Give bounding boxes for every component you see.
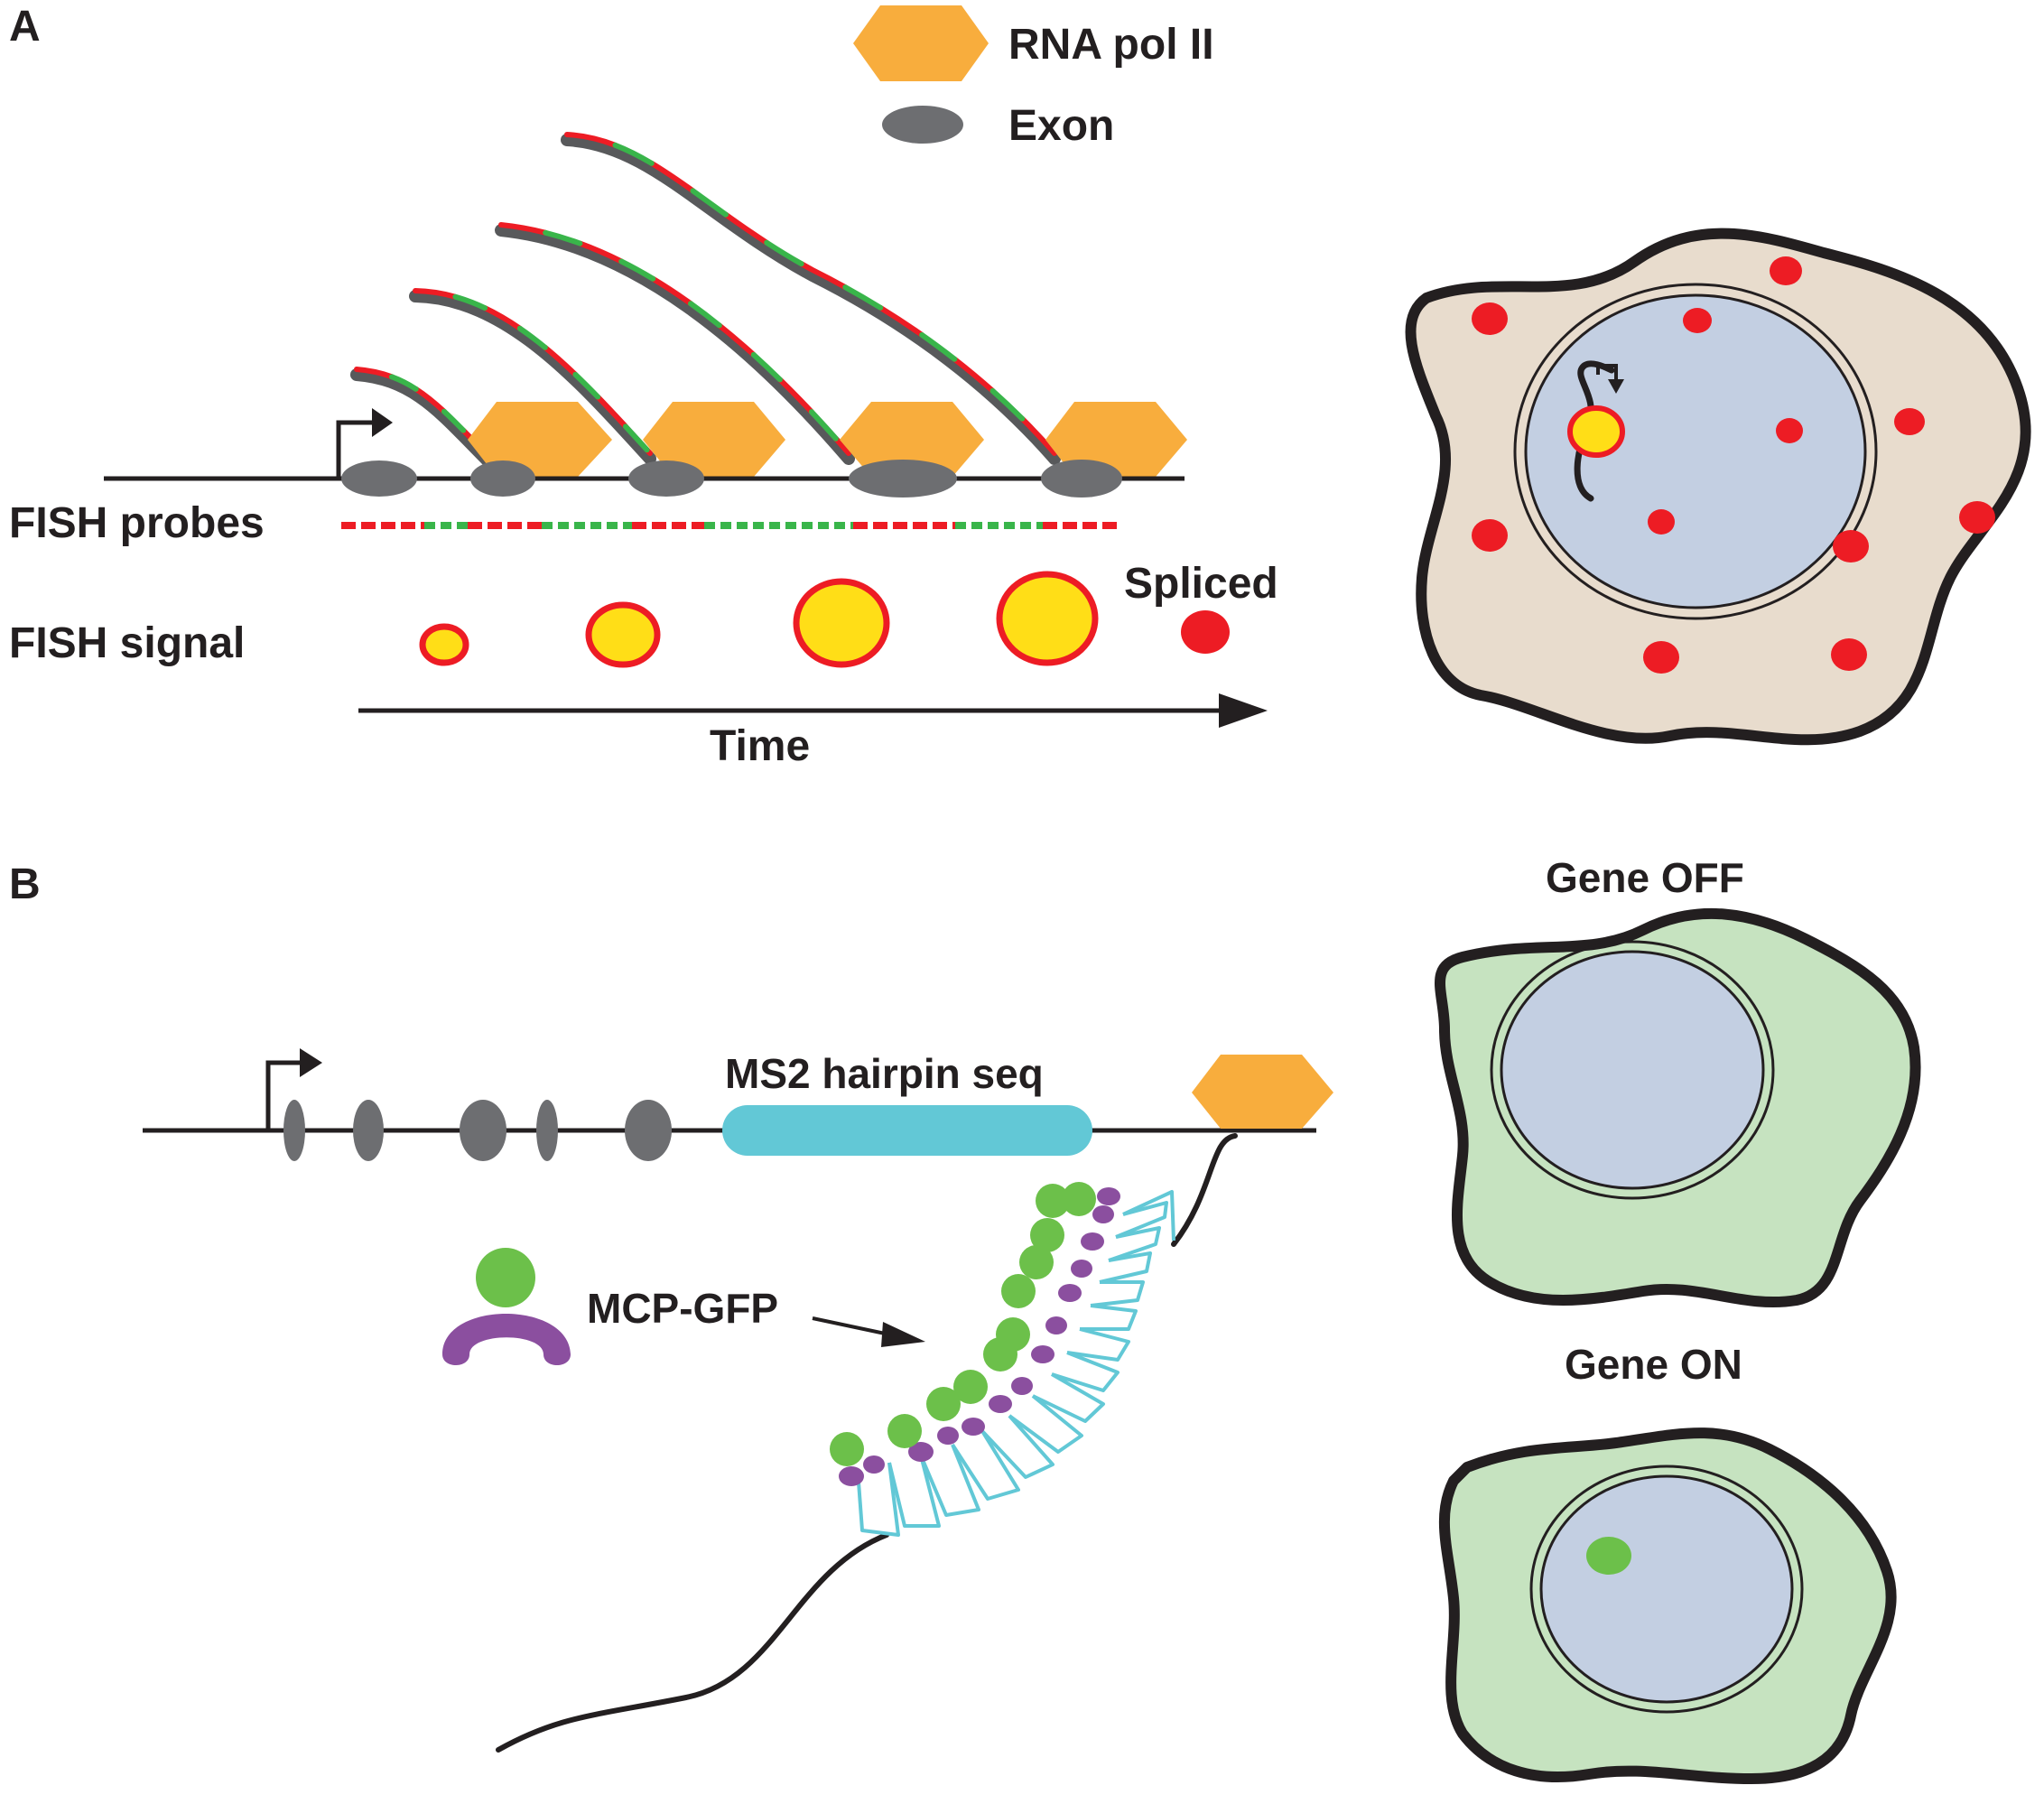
nucleus-gene-off bbox=[1500, 950, 1765, 1190]
nucleus-gene-on bbox=[1539, 1474, 1794, 1704]
rna-pol-ii-4 bbox=[1045, 402, 1187, 477]
nucleus-a bbox=[1524, 293, 1867, 609]
rna-tail-5prime bbox=[496, 1532, 889, 1753]
rna-pol-legend-label: RNA pol II bbox=[1008, 21, 1214, 69]
gene-a bbox=[104, 408, 1185, 497]
exon-legend-icon bbox=[882, 106, 963, 144]
exon-5 bbox=[1041, 460, 1122, 497]
gfp-icon bbox=[476, 1248, 535, 1307]
gene-b bbox=[143, 1048, 1333, 1161]
legend: RNA pol II Exon bbox=[853, 5, 1214, 150]
fish-signal-1 bbox=[419, 623, 469, 666]
nascent-transcript-2 bbox=[409, 288, 656, 465]
mcp-gfp-label: MCP-GFP bbox=[587, 1285, 778, 1332]
ms2-label: MS2 hairpin seq bbox=[725, 1050, 1044, 1097]
mcp-gfp-pointer bbox=[812, 1316, 925, 1347]
active-transcription-spot bbox=[1586, 1537, 1631, 1575]
exon-2 bbox=[470, 460, 535, 497]
rna-pol-legend-icon bbox=[853, 5, 989, 81]
cell-gene-on bbox=[1438, 1427, 1897, 1784]
nascent-transcript-3 bbox=[495, 222, 855, 465]
fish-signal-label: FISH signal bbox=[9, 619, 245, 667]
fish-probes-label: FISH probes bbox=[9, 499, 265, 547]
rna-tail-3prime bbox=[1171, 1133, 1238, 1247]
nucleus-gene-off-outer bbox=[1490, 940, 1775, 1200]
fish-signal-4 bbox=[996, 571, 1099, 666]
nucleus-a-outer bbox=[1513, 283, 1878, 620]
transcription-site bbox=[1567, 405, 1625, 458]
cell-a bbox=[1405, 228, 2031, 746]
exon-legend-label: Exon bbox=[1008, 102, 1114, 150]
mcp-gfp-legend bbox=[442, 1248, 571, 1365]
panel-b-letter: B bbox=[9, 860, 41, 908]
nascent-transcripts bbox=[350, 132, 1061, 467]
time-arrow-head-icon bbox=[1219, 693, 1268, 728]
exon-3 bbox=[628, 460, 704, 497]
nucleus-a-promoter-arrow-icon bbox=[1596, 364, 1618, 381]
mcp-icon bbox=[442, 1314, 571, 1365]
promoter-b-arrow-icon bbox=[265, 1060, 302, 1130]
exon-b-2 bbox=[353, 1100, 384, 1161]
ms2-hairpins bbox=[856, 1190, 1175, 1537]
ms2-nascent-rna bbox=[496, 1133, 1238, 1753]
nucleus-gene-on-outer bbox=[1529, 1465, 1804, 1714]
mcp-proteins bbox=[839, 1187, 1120, 1486]
nascent-transcript-4 bbox=[561, 132, 1061, 465]
panel-a-letter: A bbox=[9, 3, 41, 51]
exon-b-4 bbox=[536, 1100, 558, 1161]
fish-signal-2 bbox=[585, 601, 661, 668]
mcp-gfp-pointer-head-icon bbox=[881, 1322, 925, 1347]
exon-b-3 bbox=[460, 1100, 506, 1161]
panel-a: A RNA pol II Exon bbox=[9, 3, 2031, 770]
panel-b: B MS2 hairpin seq bbox=[9, 854, 1921, 1784]
exon-b-5 bbox=[625, 1100, 672, 1161]
promoter-arrow-head-icon bbox=[372, 408, 393, 437]
rna-pol-ii-2 bbox=[643, 402, 785, 477]
rna-pol-ii-b bbox=[1192, 1055, 1333, 1129]
spliced-signal bbox=[1181, 610, 1230, 654]
fish-signal-3 bbox=[793, 578, 890, 668]
gene-off-label: Gene OFF bbox=[1546, 854, 1744, 901]
promoter-arrow-icon bbox=[336, 420, 375, 479]
cytoplasmic-mrna-spots bbox=[1472, 256, 1995, 674]
exon-b-1 bbox=[283, 1100, 305, 1161]
rna-pol-ii-3 bbox=[840, 402, 984, 477]
promoter-b-arrow-head-icon bbox=[300, 1048, 322, 1077]
rna-pol-ii-1 bbox=[468, 402, 612, 477]
exon-4 bbox=[849, 460, 957, 497]
fish-signals bbox=[419, 571, 1099, 668]
spliced-label: Spliced bbox=[1124, 560, 1278, 608]
nucleus-a-promoter-arrow-head-icon bbox=[1608, 379, 1624, 394]
gfp-beads bbox=[830, 1182, 1096, 1466]
exon-1 bbox=[341, 460, 417, 497]
nucleus-a-dna bbox=[1574, 360, 1615, 502]
rna-pol-ii-complexes bbox=[468, 402, 1187, 477]
ms2-hairpin-region bbox=[722, 1105, 1092, 1156]
gene-on-label: Gene ON bbox=[1565, 1341, 1742, 1388]
cell-gene-off bbox=[1435, 907, 1921, 1308]
time-label: Time bbox=[710, 722, 810, 770]
time-arrow bbox=[358, 693, 1268, 728]
